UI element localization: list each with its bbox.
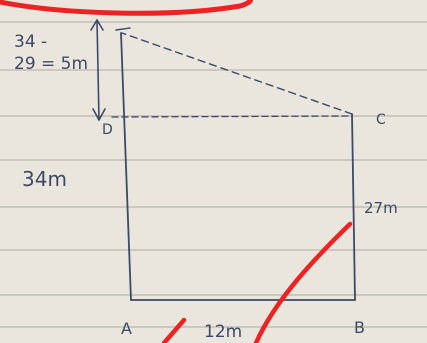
side-cd	[121, 32, 353, 115]
dimension-arrow-5m	[90, 19, 106, 121]
top-tick	[115, 27, 131, 31]
arrow-head-down	[92, 108, 106, 121]
red-circle-mark	[0, 0, 254, 16]
bottom-side-label: 12m	[204, 322, 242, 342]
red-check-mark	[161, 221, 353, 343]
left-side-label: 34m	[22, 167, 67, 191]
d-to-c-dashed	[111, 115, 353, 118]
note-line-2: 29 = 5m	[14, 54, 88, 74]
vertex-b-label: B	[354, 318, 365, 337]
side-bc	[351, 113, 356, 301]
dimension-arrow-line	[96, 19, 100, 121]
quadrilateral	[111, 27, 356, 301]
vertex-d-label: D	[102, 122, 113, 138]
vertex-a-label: A	[121, 319, 132, 338]
arrow-head-up	[90, 19, 104, 31]
right-side-label: 27m	[364, 199, 398, 217]
vertex-c-label: C	[376, 112, 386, 128]
side-ad	[120, 32, 132, 301]
note-line-1: 34 -	[14, 32, 47, 52]
